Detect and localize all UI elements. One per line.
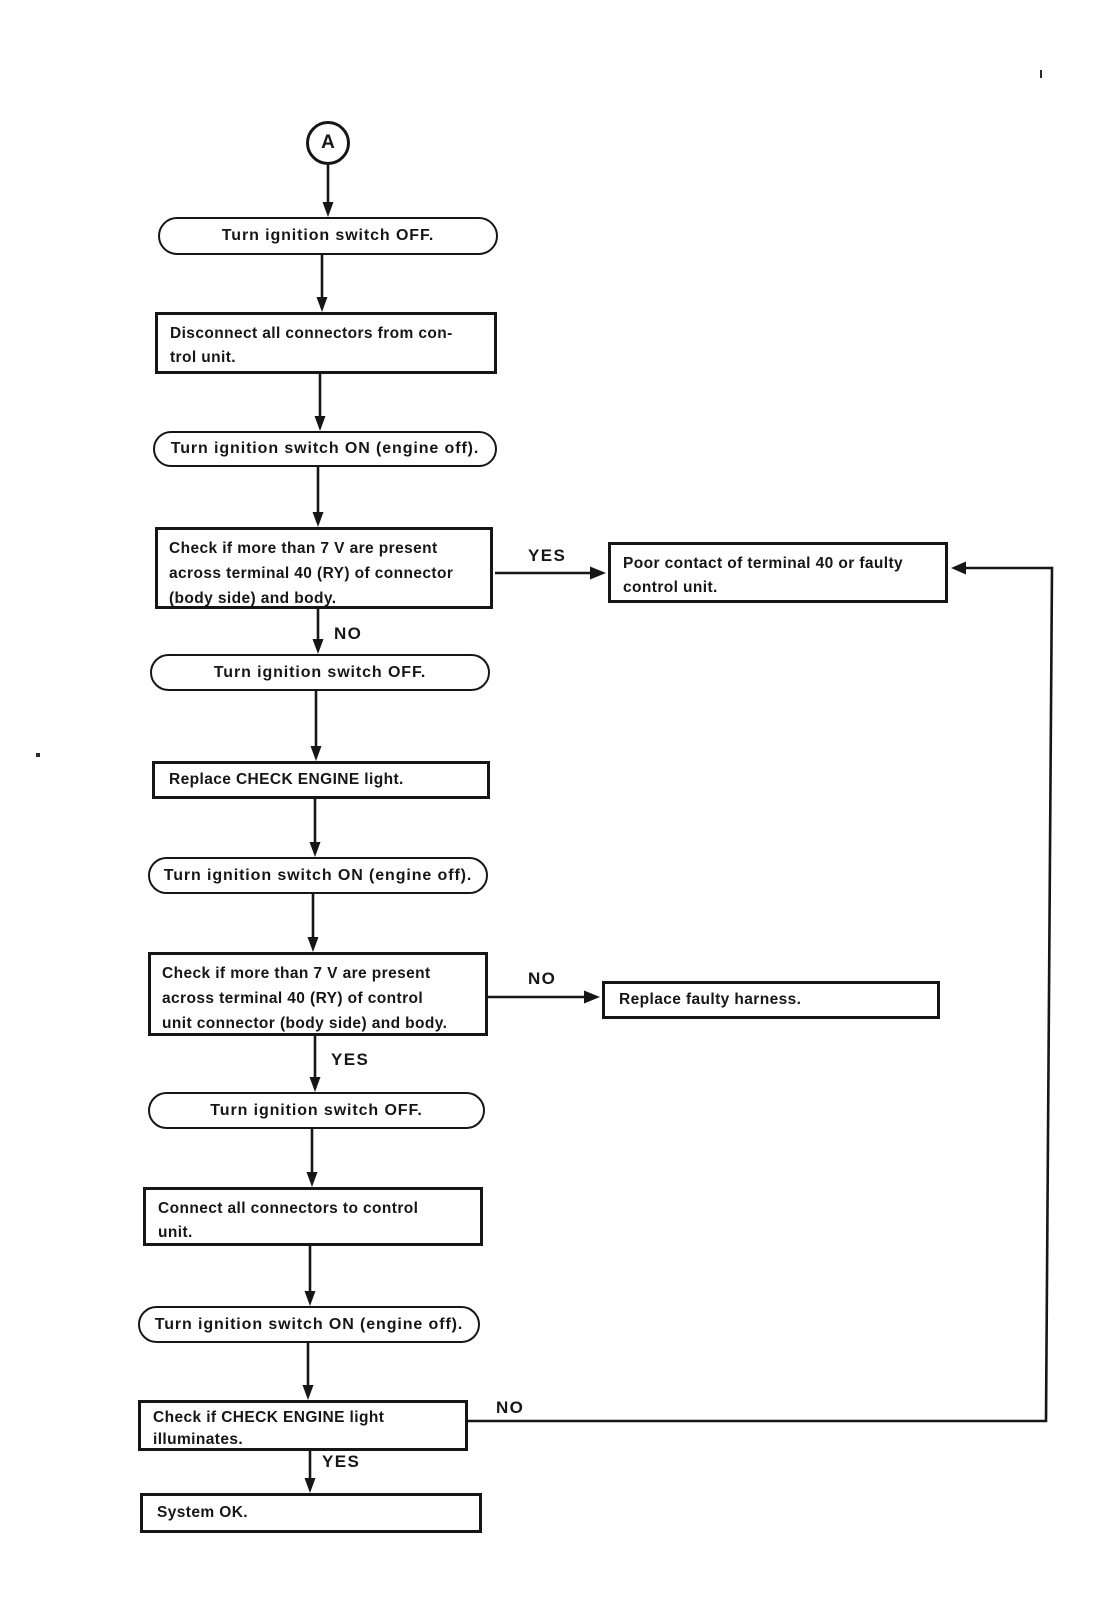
node-text-line: Disconnect all connectors from con-: [170, 325, 453, 342]
node-text: Turn ignition switch OFF.: [210, 1101, 423, 1119]
node-text-line: Check if more than 7 V are present: [162, 965, 431, 982]
node-text-line: Connect all connectors to control: [158, 1200, 419, 1217]
node-text-line: Poor contact of terminal 40 or faulty: [623, 555, 904, 572]
arrowhead: [309, 842, 321, 857]
node-text-line: unit.: [158, 1224, 193, 1241]
node-text: Replace faulty harness.: [619, 991, 802, 1008]
scan-speck-left: [36, 753, 40, 757]
node-turn-ignition-off-3: Turn ignition switch OFF.: [148, 1092, 485, 1129]
node-text-line: (body side) and body.: [169, 590, 337, 607]
node-poor-contact: Poor contact of terminal 40 or faulty co…: [608, 542, 948, 603]
node-text-line: illuminates.: [153, 1431, 244, 1448]
node-text-line: trol unit.: [170, 349, 236, 366]
connector-label: A: [321, 132, 335, 153]
connector-circle-a: A: [306, 121, 350, 165]
node-text: Replace CHECK ENGINE light.: [169, 771, 404, 788]
node-replace-check-engine-light: Replace CHECK ENGINE light.: [152, 761, 490, 799]
node-text: Turn ignition switch OFF.: [221, 227, 435, 244]
branch-label-yes-check3: YES: [322, 1452, 361, 1471]
arrowhead: [584, 990, 600, 1004]
arrowhead: [312, 512, 324, 527]
node-text: Turn ignition switch ON (engine off).: [163, 866, 473, 884]
arrowhead: [304, 1478, 316, 1493]
node-turn-ignition-off-1: Turn ignition switch OFF.: [158, 217, 498, 255]
arrowhead: [302, 1385, 314, 1400]
arrowhead: [322, 202, 334, 217]
node-replace-faulty-harness: Replace faulty harness.: [602, 981, 940, 1019]
node-system-ok: System OK.: [140, 1493, 482, 1533]
feedback-line-checklight-no: [468, 566, 1054, 1423]
node-text: Turn ignition switch ON (engine off).: [154, 1315, 464, 1333]
branch-label-no-check1: NO: [334, 624, 363, 643]
arrowhead: [306, 1172, 318, 1187]
node-check-7v-connector: Check if more than 7 V are present acros…: [155, 527, 493, 609]
node-text: Turn ignition switch ON (engine off).: [170, 440, 480, 457]
node-text-line: Check if CHECK ENGINE light: [153, 1409, 385, 1426]
node-text: Turn ignition switch OFF.: [213, 663, 427, 681]
node-connect-connectors: Connect all connectors to control unit.: [143, 1187, 483, 1246]
branch-label-no-check2: NO: [528, 969, 557, 988]
node-text-line: across terminal 40 (RY) of connector: [169, 565, 454, 582]
arrowhead: [590, 566, 606, 580]
arrowhead: [951, 561, 966, 575]
node-text-line: across terminal 40 (RY) of control: [162, 990, 424, 1007]
node-text-line: control unit.: [623, 579, 718, 596]
node-text: System OK.: [157, 1504, 249, 1521]
node-text-line: unit connector (body side) and body.: [162, 1015, 448, 1032]
branch-label-yes-check2: YES: [331, 1050, 370, 1069]
scan-tick-top-right: [1040, 70, 1042, 78]
arrowhead: [309, 1077, 321, 1092]
arrowhead: [304, 1291, 316, 1306]
node-turn-ignition-on-3: Turn ignition switch ON (engine off).: [138, 1306, 480, 1343]
node-turn-ignition-on-1: Turn ignition switch ON (engine off).: [153, 431, 497, 467]
node-disconnect-connectors: Disconnect all connectors from con- trol…: [155, 312, 497, 374]
arrowhead: [312, 639, 324, 654]
node-turn-ignition-on-2: Turn ignition switch ON (engine off).: [148, 857, 488, 894]
node-check-engine-light-illuminates: Check if CHECK ENGINE light illuminates.: [138, 1400, 468, 1451]
branch-label-yes-check1: YES: [528, 546, 567, 565]
arrowhead: [314, 416, 326, 431]
arrowhead: [307, 937, 319, 952]
node-text-line: Check if more than 7 V are present: [169, 540, 438, 557]
arrowhead: [310, 746, 322, 761]
node-check-7v-control-unit: Check if more than 7 V are present acros…: [148, 952, 488, 1036]
node-turn-ignition-off-2: Turn ignition switch OFF.: [150, 654, 490, 691]
branch-label-no-check3: NO: [496, 1398, 525, 1417]
arrowhead: [316, 297, 328, 312]
